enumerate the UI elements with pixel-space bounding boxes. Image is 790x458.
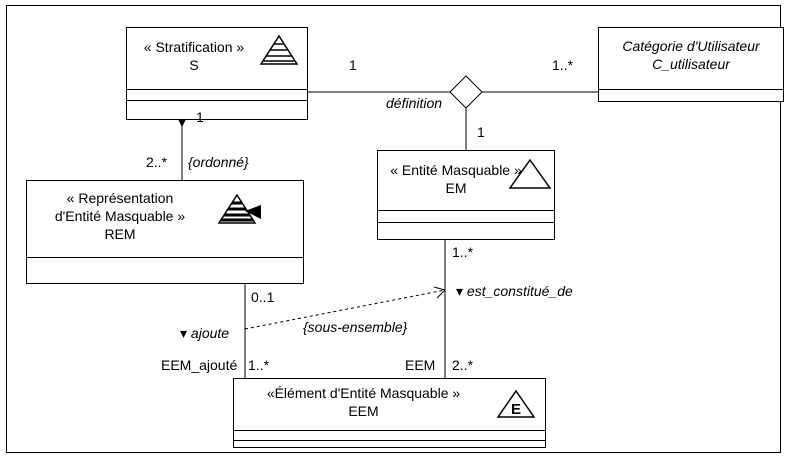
stereotype-label: d'Entité Masquable » <box>54 208 186 224</box>
attribute-compartment <box>27 258 303 285</box>
subset-dependency-arrow <box>433 286 446 299</box>
layered-triangle-icon <box>259 34 299 65</box>
class-stereotype-label: Catégorie d'Utilisateur <box>622 38 760 54</box>
multiplicity-label: 2..* <box>146 154 168 170</box>
stereotype-label: «Élément d'Entité Masquable » <box>266 385 461 401</box>
class-header: Catégorie d'Utilisateur C_utilisateur <box>599 28 783 90</box>
class-name: C_utilisateur <box>652 56 730 72</box>
class-name: REM <box>104 226 136 242</box>
class-name: EM <box>445 180 467 196</box>
triangle-e-icon: E <box>496 389 536 418</box>
multiplicity-label: 0..1 <box>251 289 275 305</box>
association-name-label: ▾ ajoute <box>180 325 230 341</box>
class-stratification[interactable]: « Stratification » S <box>126 27 308 120</box>
class-element-entite-masquable[interactable]: «Élément d'Entité Masquable » EEM E <box>233 378 546 448</box>
role-label: EEM <box>405 357 436 373</box>
association-name-label: définition <box>386 95 443 111</box>
class-header: « Entité Masquable » EM <box>378 151 554 211</box>
diagram-frame <box>6 5 781 453</box>
attribute-compartment <box>127 90 307 101</box>
class-name: EEM <box>348 403 379 419</box>
attribute-compartment <box>378 211 554 223</box>
multiplicity-label: 1 <box>349 57 357 73</box>
triangle-e-letter: E <box>511 401 521 418</box>
class-header: « Stratification » S <box>127 28 307 90</box>
constraint-label: {ordonné} <box>188 154 249 170</box>
multiplicity-label: 1..* <box>552 57 574 73</box>
attribute-compartment <box>234 431 545 441</box>
multiplicity-label: 1 <box>196 109 204 125</box>
class-entite-masquable[interactable]: « Entité Masquable » EM <box>377 150 555 240</box>
class-categorie-utilisateur[interactable]: Catégorie d'Utilisateur C_utilisateur <box>598 27 784 102</box>
constraint-label: {sous-ensemble} <box>303 319 408 335</box>
multiplicity-label: 2..* <box>452 357 474 373</box>
association-diamond <box>449 75 483 109</box>
subset-dependency-line <box>244 289 446 330</box>
class-header: « Représentation d'Entité Masquable » RE… <box>27 181 303 258</box>
triangle-icon <box>508 158 552 189</box>
class-header: «Élément d'Entité Masquable » EEM <box>234 379 545 431</box>
association-name-label: ▾ est_constitué_de <box>456 283 573 299</box>
class-name: S <box>189 57 199 73</box>
stereotype-label: « Stratification » <box>143 39 245 55</box>
role-label: EEM_ajouté <box>161 357 238 373</box>
class-representation-entite-masquable[interactable]: « Représentation d'Entité Masquable » RE… <box>26 180 304 284</box>
layered-triangle-flag-icon <box>217 193 261 224</box>
multiplicity-label: 1..* <box>248 357 270 373</box>
stereotype-label: « Entité Masquable » <box>390 162 522 178</box>
multiplicity-label: 1..* <box>452 244 474 260</box>
stereotype-label: « Représentation <box>66 190 174 206</box>
multiplicity-label: 1 <box>477 124 485 140</box>
